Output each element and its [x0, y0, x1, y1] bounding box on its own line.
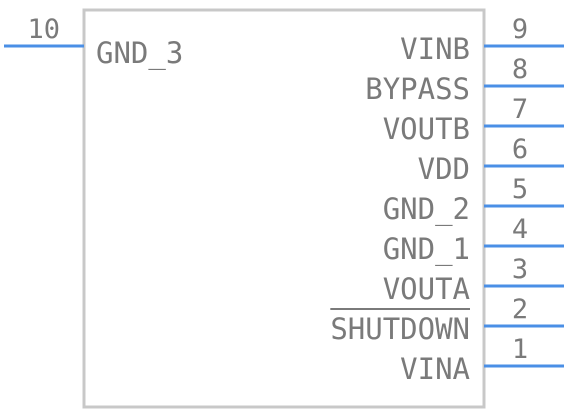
- pin-8-label: BYPASS: [365, 72, 470, 106]
- pin-8-number: 8: [512, 54, 528, 85]
- pin-6-label: VDD: [418, 152, 470, 186]
- pin-10-number: 10: [27, 14, 60, 45]
- pin-4-label: GND_1: [383, 232, 470, 267]
- pin-9-label: VINB: [400, 32, 470, 66]
- pin-3-label: VOUTA: [383, 272, 470, 306]
- pin-1-number: 1: [512, 334, 528, 365]
- pin-5-number: 5: [512, 174, 528, 205]
- component-body: [82, 8, 486, 409]
- pin-9-number: 9: [512, 14, 528, 45]
- pin-2-number: 2: [512, 294, 528, 325]
- pin-6-number: 6: [512, 134, 528, 165]
- pin-1-label: VINA: [400, 352, 470, 386]
- pin-7-label: VOUTB: [383, 112, 470, 146]
- pin-10-label: GND_3: [96, 36, 183, 71]
- right-pin-group: 9VINB8BYPASS7VOUTB6VDD5GND_24GND_13VOUTA…: [330, 14, 564, 386]
- pin-3-number: 3: [512, 254, 528, 285]
- pin-4-number: 4: [512, 214, 528, 245]
- pin-10[interactable]: 10 GND_3: [4, 14, 183, 71]
- pin-7-number: 7: [512, 94, 528, 125]
- pin-2-label: SHUTDOWN: [330, 312, 470, 346]
- pin-5-label: GND_2: [383, 192, 470, 227]
